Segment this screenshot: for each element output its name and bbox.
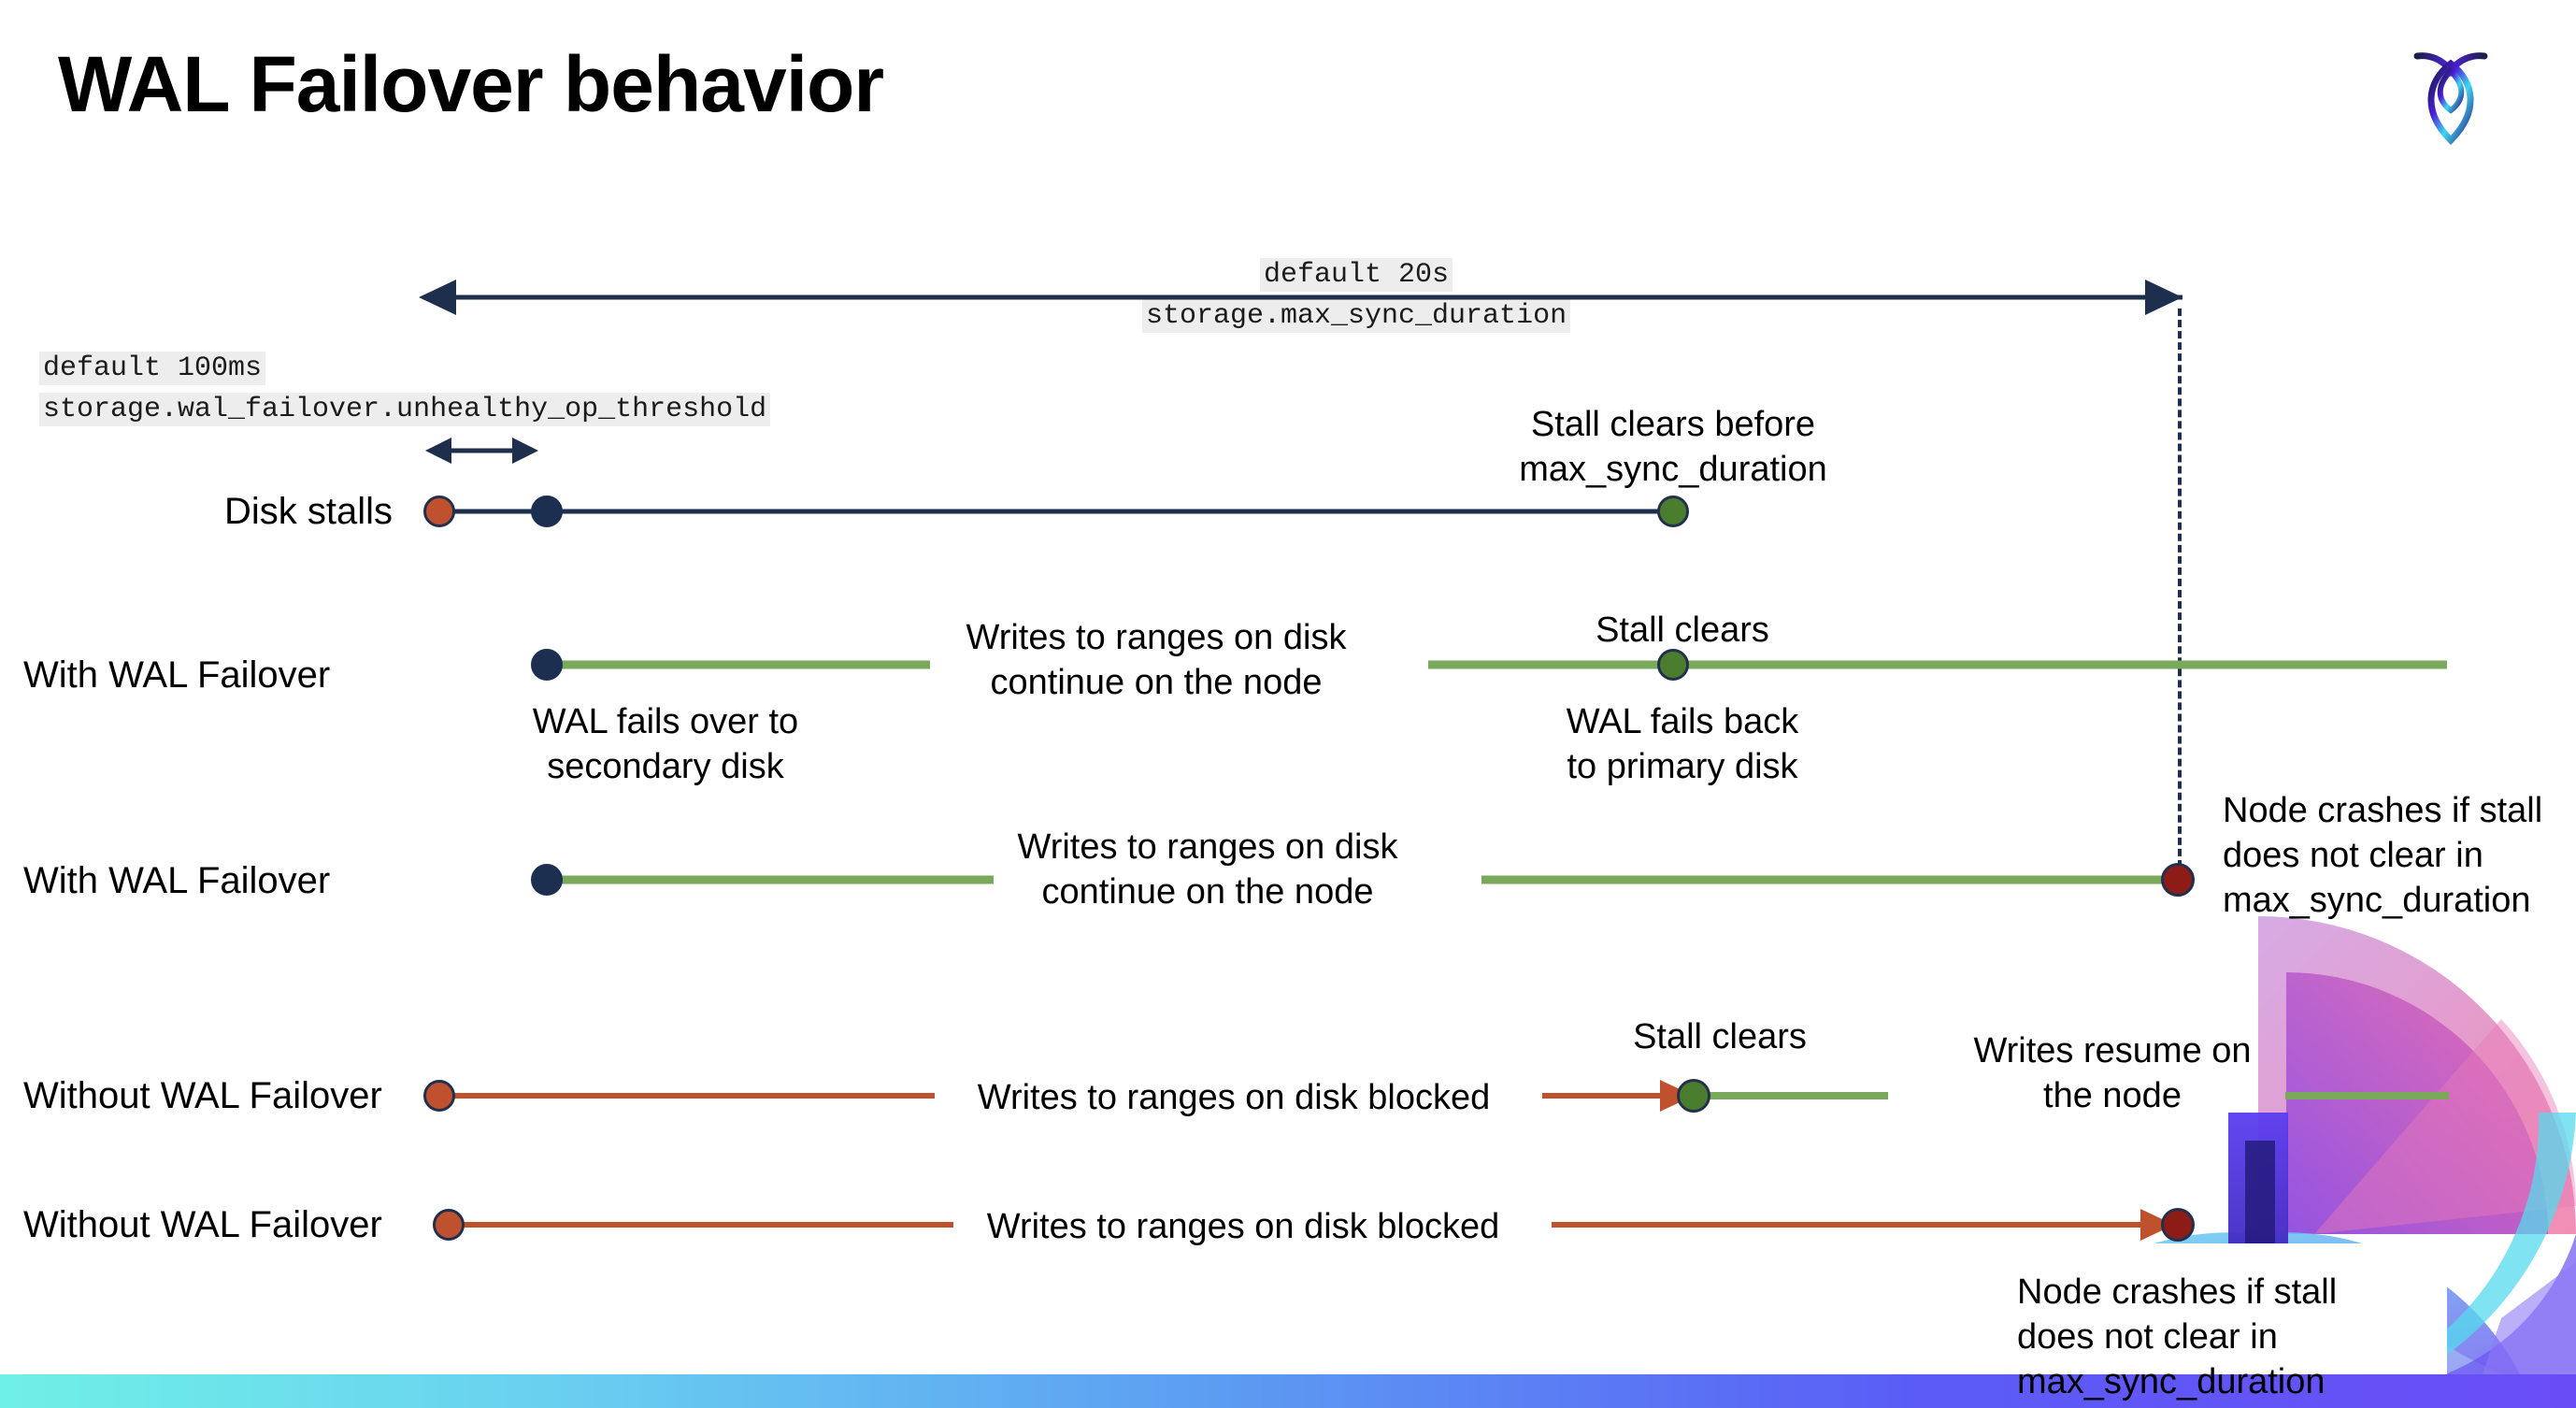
max-sync-duration-span-line <box>449 295 2182 300</box>
caption-backdrop <box>1980 1243 2447 1374</box>
with-wal-failover-2-segment-left <box>547 875 994 884</box>
unhealthy-op-setting-label: storage.wal_failover.unhealthy_op_thresh… <box>39 393 771 426</box>
unhealthy-op-left-arrowhead <box>425 438 451 464</box>
disk-stalls-start-dot <box>423 496 455 527</box>
max-sync-default-label: default 20s <box>1260 258 1453 292</box>
with-wal-failover-1-segment-right <box>1428 660 2447 669</box>
with-wal-failover-1-start-dot <box>531 649 563 681</box>
unhealthy-op-span-line <box>449 448 514 453</box>
without-wal-failover-2-start-dot <box>433 1209 465 1241</box>
callout-node-crashes-2: Node crashes if stall does not clear in … <box>2017 1272 2338 1401</box>
without-wal-failover-2-crash-dot <box>2161 1208 2195 1242</box>
without-wal-failover-2-segment-left <box>449 1222 953 1228</box>
without-wal-failover-1-segment-mid <box>1542 1093 1678 1099</box>
footer-gradient-bar <box>0 1374 2576 1408</box>
unhealthy-op-default-label: default 100ms <box>39 352 266 385</box>
row-label-disk-stalls: Disk stalls <box>224 491 394 532</box>
callout-node-crashes-1: Node crashes if stall does not clear in … <box>2223 791 2543 920</box>
unhealthy-op-threshold-annotation: default 100ms storage.wal_failover.unhea… <box>39 348 771 430</box>
callout-wal-fails-back: WAL fails back to primary disk <box>1566 702 1799 786</box>
without-wal-failover-1-clear-dot <box>1677 1079 1710 1113</box>
without-wal-failover-1-segment-green-right <box>2285 1092 2449 1099</box>
callout-stall-clears-2: Stall clears <box>1633 1017 1807 1056</box>
max-sync-span-left-arrowhead <box>419 280 456 315</box>
max-sync-span-right-arrowhead <box>2145 280 2182 315</box>
max-sync-setting-label: storage.max_sync_duration <box>1142 299 1571 333</box>
callout-writes-continue-2: Writes to ranges on disk continue on the… <box>1017 827 1398 912</box>
callout-writes-resume: Writes resume on the node <box>1973 1031 2252 1115</box>
without-wal-failover-1-segment-left <box>439 1093 935 1099</box>
unhealthy-op-right-arrowhead <box>512 438 538 464</box>
without-wal-failover-1-start-dot <box>423 1080 455 1112</box>
disk-stalls-timeline <box>439 509 1673 514</box>
max-sync-duration-annotation: default 20s storage.max_sync_duration <box>1142 254 1571 337</box>
disk-stalls-clear-dot <box>1657 496 1689 527</box>
disk-stalls-threshold-dot <box>531 496 563 527</box>
with-wal-failover-2-segment-right <box>1481 875 2178 884</box>
callout-writes-blocked-1: Writes to ranges on disk blocked <box>977 1078 1491 1117</box>
without-wal-failover-2-segment-right <box>1552 1222 2157 1228</box>
with-wal-failover-2-start-dot <box>531 864 563 896</box>
page-title: WAL Failover behavior <box>58 40 884 128</box>
callout-stall-clears-1: Stall clears <box>1596 611 1769 650</box>
row-label-without-wal-failover-2: Without WAL Failover <box>23 1204 382 1245</box>
callout-writes-blocked-2: Writes to ranges on disk blocked <box>986 1207 1500 1246</box>
row-label-without-wal-failover-1: Without WAL Failover <box>23 1075 382 1116</box>
callout-writes-continue-1: Writes to ranges on disk continue on the… <box>966 618 1347 702</box>
row-label-with-wal-failover-2: With WAL Failover <box>23 860 331 901</box>
with-wal-failover-1-clear-dot <box>1657 649 1689 681</box>
callout-wal-fails-over: WAL fails over to secondary disk <box>532 702 799 786</box>
callout-stall-clears-before-max-sync: Stall clears before max_sync_duration <box>1519 405 1827 489</box>
row-label-with-wal-failover-1: With WAL Failover <box>23 654 331 696</box>
cockroachdb-logo-icon <box>2385 30 2516 161</box>
without-wal-failover-1-segment-green <box>1696 1092 1888 1099</box>
with-wal-failover-1-segment-left <box>547 660 930 669</box>
with-wal-failover-2-crash-dot <box>2161 863 2195 897</box>
max-sync-dropline-upper <box>2178 309 2182 879</box>
